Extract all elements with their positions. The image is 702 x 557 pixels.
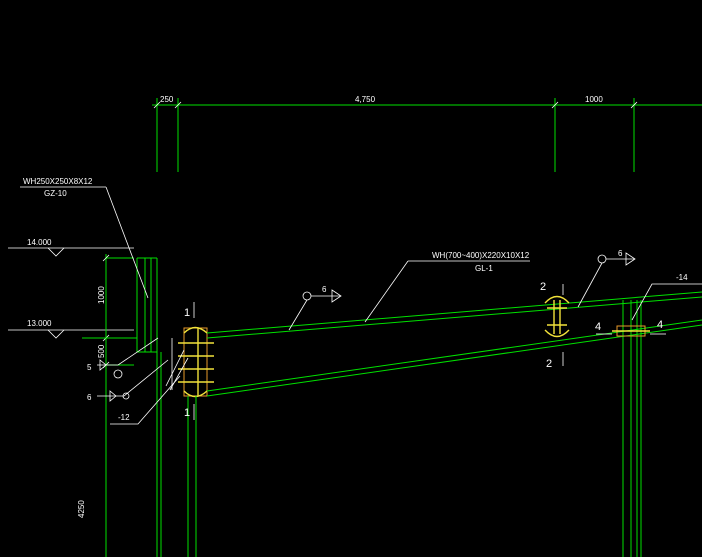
left-end-plate <box>165 326 214 557</box>
elevation-marker-mid <box>8 329 134 339</box>
elevation-label-top: 14.000 <box>27 238 52 247</box>
plate-leader-right <box>631 283 702 321</box>
section-label-1-top: 1 <box>184 307 190 319</box>
left-column <box>82 257 162 557</box>
weld-label-beam: 6 <box>322 285 327 294</box>
top-dimension-line <box>152 98 702 172</box>
section-label-4-right: 4 <box>657 319 663 331</box>
right-column <box>596 300 666 557</box>
dimension-v500: 500 <box>97 344 106 358</box>
section-label-1-bottom: 1 <box>184 407 190 419</box>
column-section-label: WH250X250X8X12 <box>23 177 93 186</box>
plate-label-right: -14 <box>676 273 688 282</box>
weld-label-6: 6 <box>87 393 92 402</box>
weld-symbol-left-6 <box>97 359 169 402</box>
beam-mark-label: GL-1 <box>475 264 493 273</box>
dimension-250: 250 <box>160 95 174 104</box>
section-label-4-left: 4 <box>595 321 601 333</box>
elevation-label-mid: 13.000 <box>27 319 52 328</box>
beam-section-leader <box>364 260 530 323</box>
weld-symbol-right <box>577 252 636 308</box>
section-label-2-bottom: 2 <box>546 358 552 370</box>
weld-symbol-beam <box>288 289 342 331</box>
beam-section-label: WH(700~400)X220X10X12 <box>432 251 530 260</box>
plate-label-left: -12 <box>118 413 130 422</box>
column-mark-label: GZ-10 <box>44 189 67 198</box>
dimension-1000: 1000 <box>585 95 603 104</box>
plate-leader-left <box>110 375 181 425</box>
dimension-v4250: 4250 <box>77 500 86 518</box>
mid-splice <box>544 284 570 366</box>
weld-symbol-left-5 <box>97 337 159 379</box>
section-label-2-top: 2 <box>540 281 546 293</box>
dimension-v1000: 1000 <box>97 286 106 304</box>
column-section-leader <box>20 186 149 299</box>
dimension-4750: 4,750 <box>355 95 376 104</box>
weld-label-5: 5 <box>87 363 92 372</box>
elevation-marker-top <box>8 247 134 257</box>
vertical-dimension-line <box>102 254 134 557</box>
tapered-beam <box>206 291 702 397</box>
weld-label-right: 6 <box>618 249 623 258</box>
